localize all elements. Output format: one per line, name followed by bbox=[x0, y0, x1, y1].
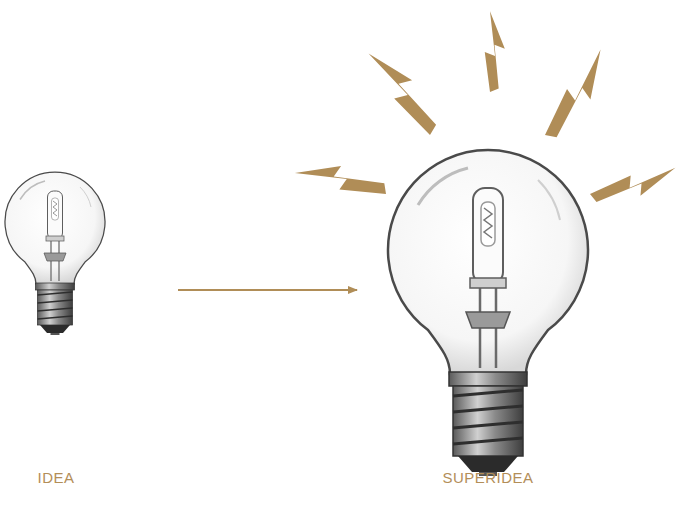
lightning-bolt bbox=[365, 42, 444, 140]
lightning-bolt bbox=[483, 11, 506, 92]
arrow-connector bbox=[178, 289, 357, 291]
lightning-bolt bbox=[588, 164, 680, 208]
bulb-label: IDEA bbox=[0, 469, 112, 487]
bulb-label: SUPERIDEA bbox=[388, 469, 588, 487]
lightning-bolt bbox=[294, 155, 390, 202]
small-bulb bbox=[5, 172, 105, 335]
bulb-node: IDEA bbox=[0, 150, 175, 495]
large-bulb bbox=[388, 150, 588, 476]
lightning-bolt bbox=[538, 47, 617, 145]
bulb-node: SUPERIDEA bbox=[362, 140, 612, 495]
